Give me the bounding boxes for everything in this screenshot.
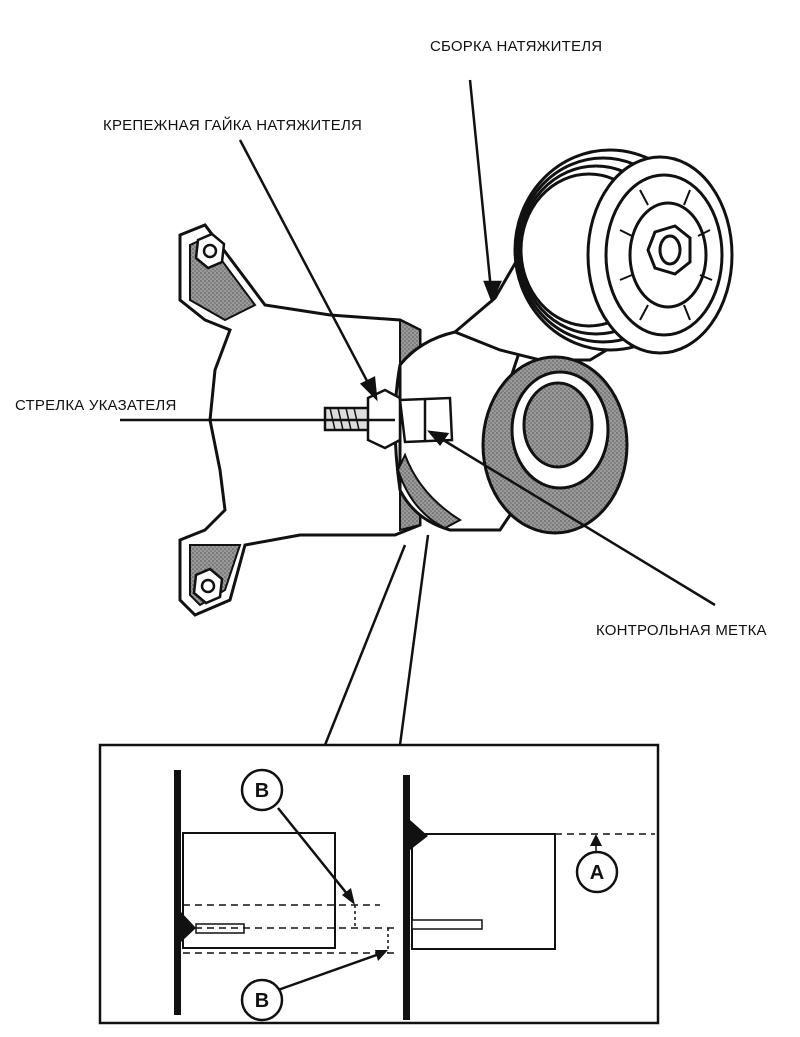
left-wall <box>174 770 181 1015</box>
leader-tensioner-nut-arrowhead <box>359 376 378 402</box>
leader-tensioner-assembly <box>468 79 494 301</box>
bracket-bolt-bottom <box>192 567 224 605</box>
bracket-bolt-top <box>194 232 226 270</box>
marker-a-text: A <box>590 862 604 884</box>
detail-callout-lines <box>323 534 430 746</box>
marker-b-bottom-text: B <box>255 990 269 1012</box>
marker-b-top-arrow <box>277 807 353 901</box>
detail-box <box>98 743 660 1025</box>
tensioner-pulley <box>513 148 734 355</box>
right-block <box>411 833 556 950</box>
leader-lines <box>120 79 716 607</box>
leader-tensioner-assembly-arrowhead <box>483 280 502 304</box>
marker-b-bottom-arrow <box>277 950 386 992</box>
label-tensioner-assembly: СБОРКА НАТЯЖИТЕЛЯ <box>430 38 603 55</box>
pointer-arrow-assembly <box>323 388 454 450</box>
right-pointer <box>411 919 483 930</box>
marker-a: A <box>575 850 619 894</box>
label-tensioner-nut: КРЕПЕЖНАЯ ГАЙКА НАТЯЖИТЕЛЯ <box>103 117 363 134</box>
label-reference-mark: КОНТРОЛЬНАЯ МЕТКА <box>596 622 767 639</box>
left-block <box>182 832 336 949</box>
leader-reference-mark <box>429 430 716 607</box>
marker-b-bottom: B <box>240 978 284 1022</box>
label-pointer-arrow: СТРЕЛКА УКАЗАТЕЛЯ <box>15 397 177 414</box>
leader-reference-mark-arrowhead <box>427 430 450 447</box>
left-weld <box>181 912 196 942</box>
marker-b-top: B <box>240 768 284 812</box>
marker-b-top-text: B <box>255 780 269 802</box>
right-weld <box>410 820 428 850</box>
leader-tensioner-nut <box>238 139 378 399</box>
right-wall <box>403 775 410 1020</box>
